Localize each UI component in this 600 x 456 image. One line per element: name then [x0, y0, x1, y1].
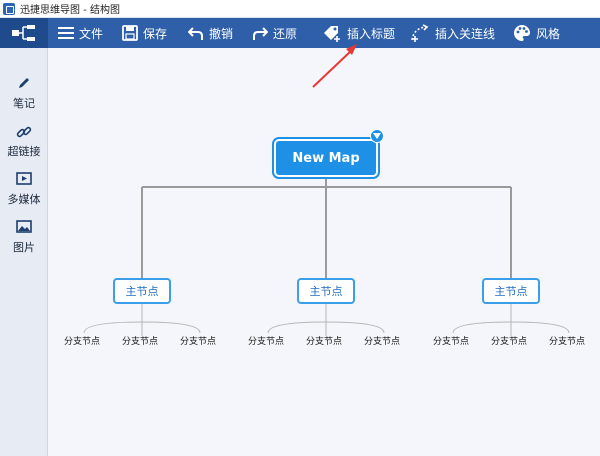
file-button-label: 文件 [79, 26, 104, 41]
undo-button-label: 撤销 [209, 26, 234, 41]
sub-node[interactable]: 分支节点 [364, 337, 401, 347]
pencil-icon [19, 78, 29, 88]
sub-node[interactable]: 分支节点 [122, 337, 159, 347]
sidebar-item-multimedia[interactable]: 多媒体 [0, 172, 48, 207]
redo-icon [253, 27, 268, 40]
redo-button-label: 还原 [273, 26, 298, 41]
style-button[interactable]: 风格 [513, 18, 560, 48]
annotation-arrow [312, 44, 357, 88]
redo-button[interactable]: 还原 [252, 18, 297, 48]
root-node[interactable]: New Map [274, 139, 378, 177]
insert-topic-button[interactable]: 插入标题 [322, 18, 395, 48]
sub-node[interactable]: 分支节点 [306, 337, 343, 347]
main-node-3[interactable]: 主节点 [482, 278, 540, 304]
save-button[interactable]: 保存 [122, 18, 167, 48]
undo-icon [188, 27, 203, 40]
link-icon [16, 126, 32, 138]
sidebar-item-notes[interactable]: 笔记 [0, 76, 48, 111]
sidebar-item-hyperlink-label: 超链接 [7, 145, 41, 158]
insert-topic-label: 插入标题 [347, 26, 396, 41]
insert-relation-label: 插入关连线 [435, 26, 496, 41]
main-node-1[interactable]: 主节点 [113, 278, 171, 304]
sub-node[interactable]: 分支节点 [491, 337, 528, 347]
sub-node[interactable]: 分支节点 [248, 337, 285, 347]
file-button[interactable]: 文件 [58, 18, 103, 48]
sidebar-item-image[interactable]: 图片 [0, 220, 48, 255]
sidebar-item-hyperlink[interactable]: 超链接 [0, 124, 48, 159]
sub-node[interactable]: 分支节点 [433, 337, 470, 347]
sidebar: 笔记 超链接 多媒体 图片 [0, 48, 48, 456]
sidebar-item-multimedia-label: 多媒体 [7, 193, 41, 206]
app-icon [3, 2, 15, 15]
insert-relation-button[interactable]: 插入关连线 [410, 18, 495, 48]
save-icon [122, 25, 138, 41]
tag-plus-icon [324, 26, 340, 42]
undo-button[interactable]: 撤销 [188, 18, 233, 48]
image-icon [16, 220, 32, 233]
sub-node[interactable]: 分支节点 [549, 337, 586, 347]
sub-node[interactable]: 分支节点 [180, 337, 217, 347]
toolbar: 文件 保存 撤销 还原 插入标题 [0, 18, 600, 48]
sidebar-item-image-label: 图片 [13, 241, 35, 254]
main-node-2[interactable]: 主节点 [297, 278, 355, 304]
save-button-label: 保存 [143, 26, 168, 41]
palette-icon [514, 25, 530, 41]
sidebar-item-notes-label: 笔记 [13, 97, 35, 110]
collapse-toggle-icon[interactable] [370, 129, 384, 143]
title-bar: 迅捷思维导图 - 结构图 [0, 0, 600, 18]
sub-node[interactable]: 分支节点 [64, 337, 101, 347]
style-button-label: 风格 [536, 26, 561, 41]
structure-logo-icon[interactable] [0, 18, 48, 48]
menu-icon [58, 27, 74, 39]
relation-line-icon [411, 24, 429, 42]
film-icon [16, 172, 32, 185]
window-title: 迅捷思维导图 - 结构图 [20, 5, 120, 16]
